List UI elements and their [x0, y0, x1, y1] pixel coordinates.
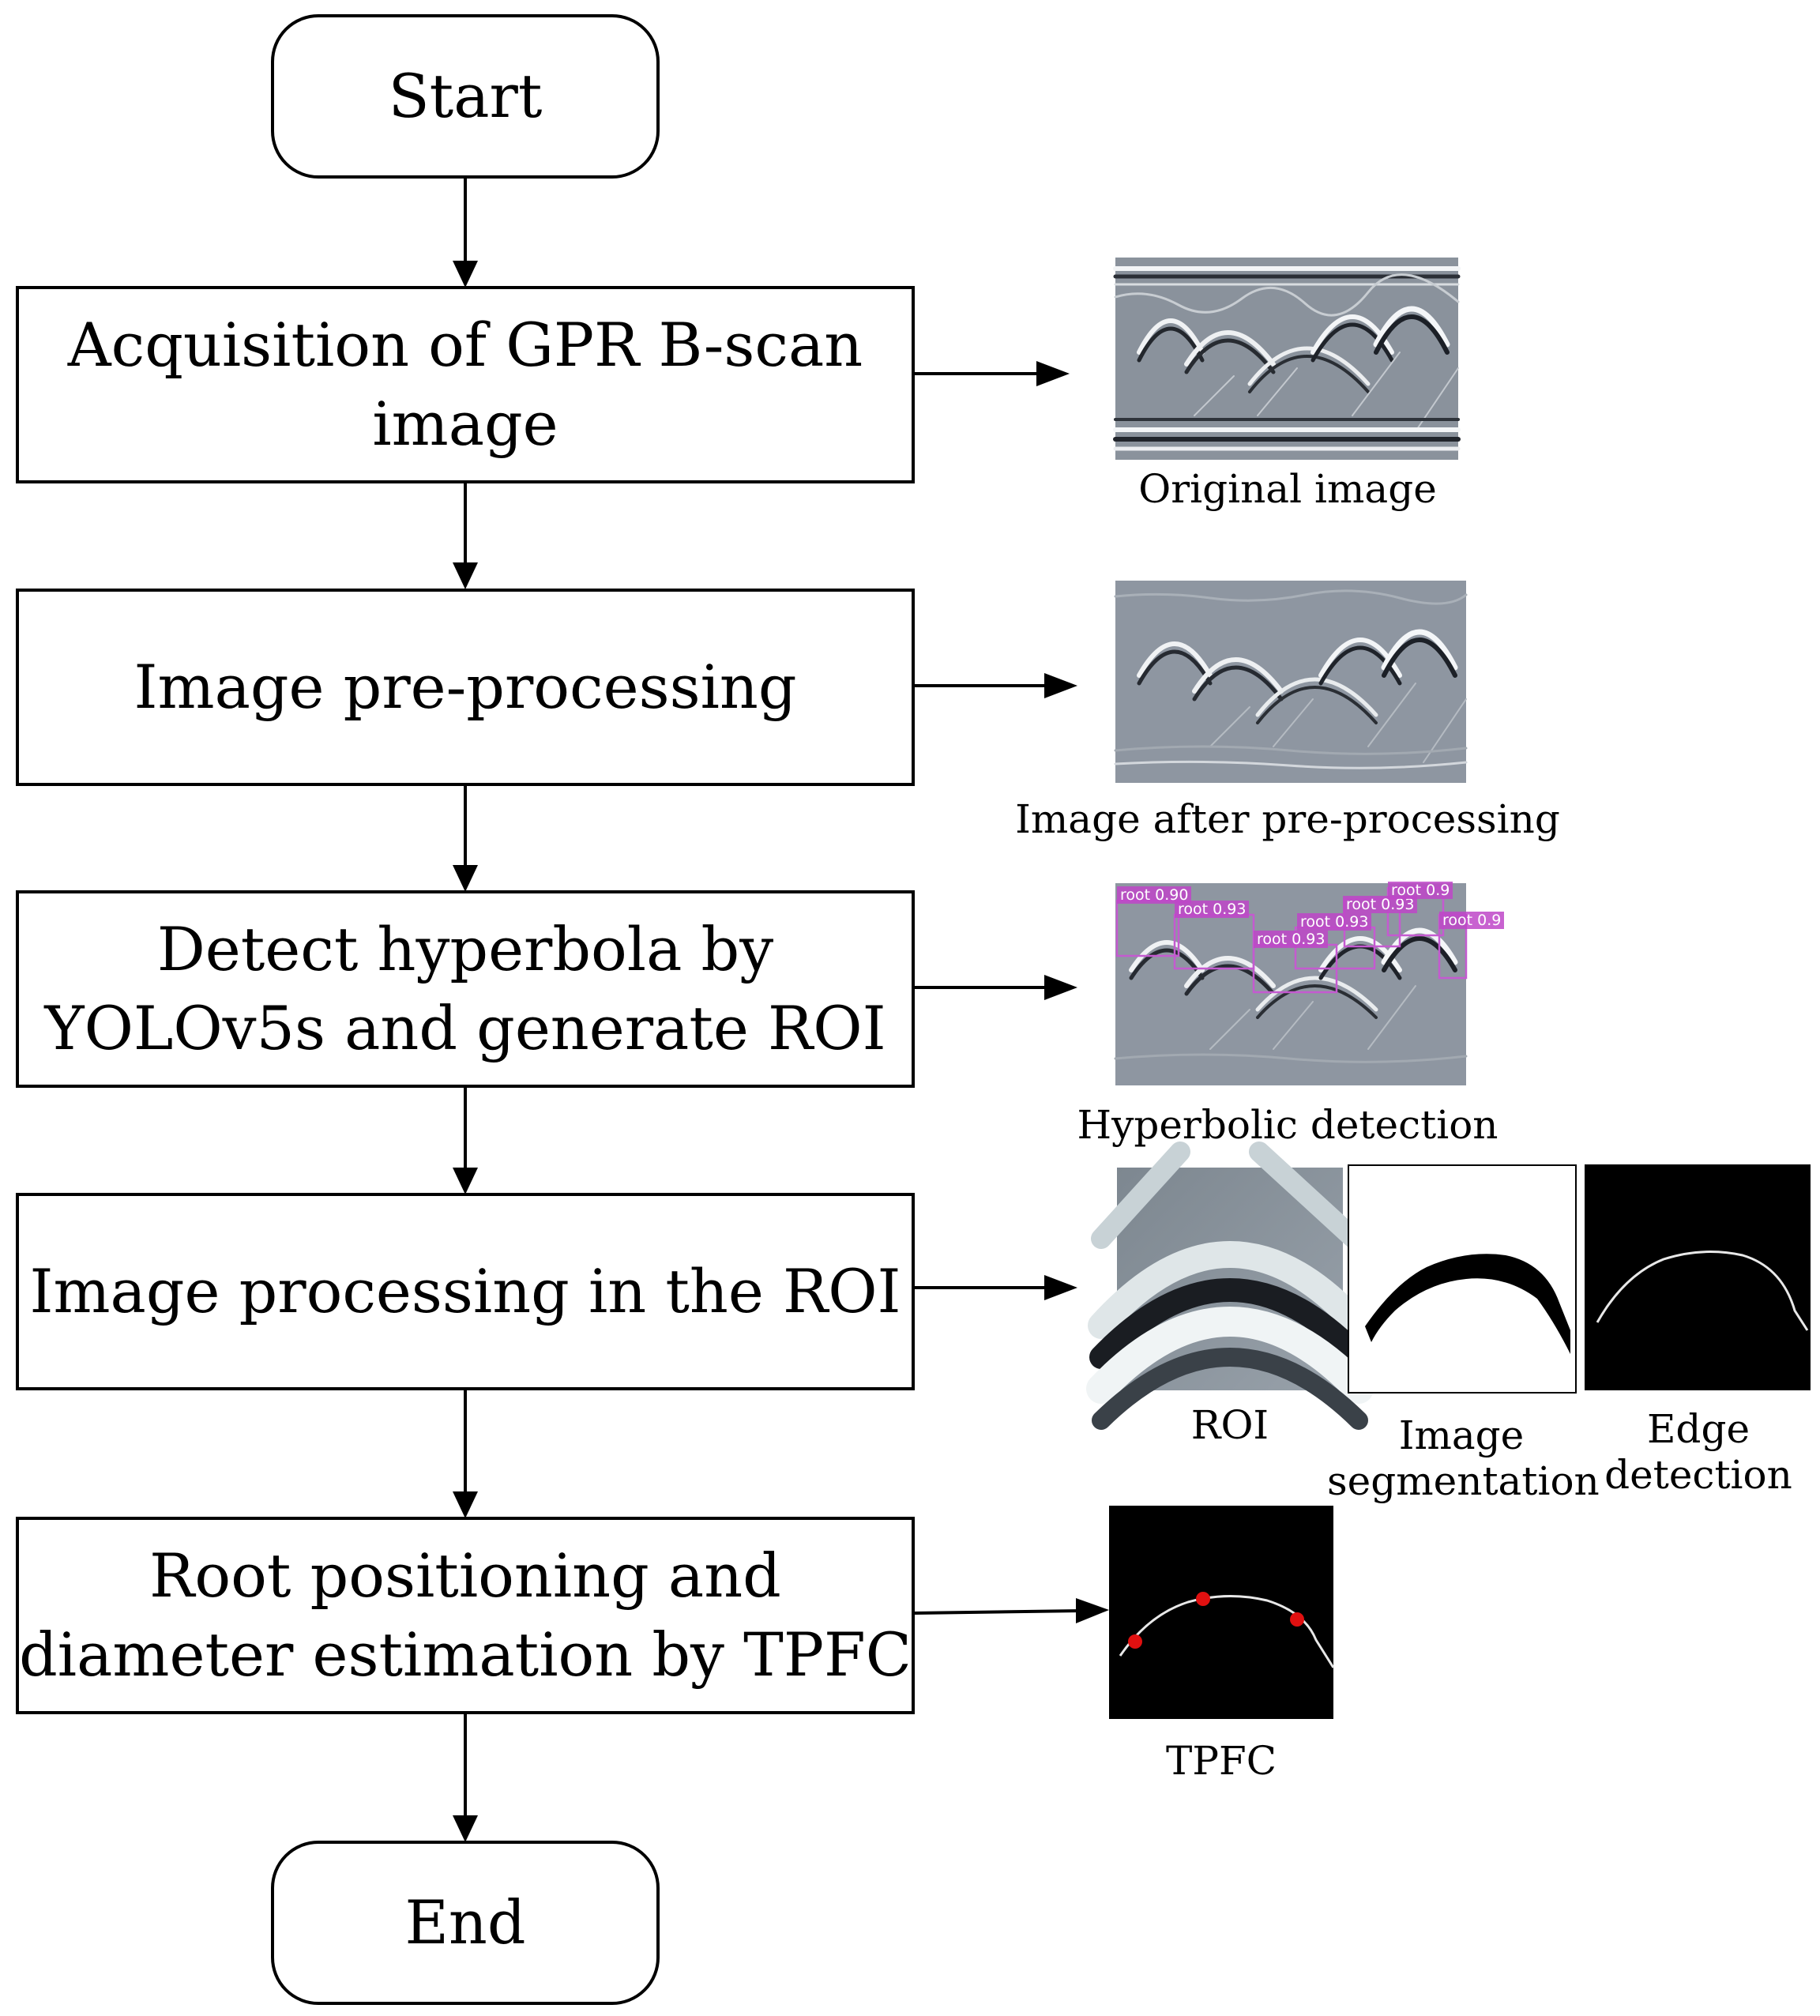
- original-gpr-image: [1113, 258, 1461, 460]
- detection-label-line1: Detect hyperbola by: [156, 914, 774, 984]
- edge-detection-image: [1585, 1164, 1811, 1390]
- segmentation-caption: Image segmentation: [1327, 1412, 1600, 1504]
- detection-label-line2: YOLOv5s and generate ROI: [44, 993, 886, 1063]
- preprocessed-image-caption: Image after pre-processing: [1015, 796, 1560, 842]
- tpfc-image: [1109, 1506, 1335, 1719]
- preprocessed-image: [1114, 581, 1468, 783]
- detection-image-caption: Hyperbolic detection: [1077, 1102, 1498, 1148]
- preprocessing-label: Image pre-processing: [133, 652, 797, 722]
- original-image-caption: Original image: [1138, 466, 1437, 512]
- detection-step: Detect hyperbola by YOLOv5s and generate…: [16, 890, 915, 1088]
- start-label: Start: [388, 61, 543, 131]
- edge-detection-caption-line2: detection: [1604, 1452, 1792, 1498]
- preprocessing-step: Image pre-processing: [16, 589, 915, 786]
- segmentation-caption-line1: Image: [1398, 1412, 1525, 1458]
- tpfc-point: [1128, 1634, 1142, 1649]
- edge-detection-caption-line1: Edge: [1646, 1406, 1750, 1452]
- roi-image: [1086, 1142, 1374, 1430]
- roi-processing-label: Image processing in the ROI: [29, 1256, 901, 1326]
- edge-detection-caption: Edge detection: [1580, 1406, 1817, 1498]
- end-label: End: [404, 1887, 526, 1958]
- roi-caption: ROI: [1190, 1402, 1269, 1448]
- detection-image: root 0.90 root 0.93 root 0.93 root 0.93 …: [1114, 882, 1505, 1085]
- acquisition-step: Acquisition of GPR B-scan image: [16, 286, 915, 483]
- detection-label: root 0.93: [1297, 913, 1372, 931]
- arrow-to-tpfc-image: [914, 1609, 1083, 1615]
- acquisition-label-line2: image: [372, 389, 558, 459]
- tpfc-step: Root positioning and diameter estimation…: [16, 1517, 915, 1714]
- detection-label: root 0.9: [1388, 882, 1453, 899]
- start-node: Start: [271, 14, 660, 179]
- tpfc-label-line2: diameter estimation by TPFC: [19, 1619, 912, 1690]
- tpfc-point: [1196, 1592, 1210, 1606]
- tpfc-label-line1: Root positioning and: [149, 1540, 781, 1611]
- detection-label: root 0.93: [1254, 931, 1329, 948]
- segmentation-image: [1348, 1164, 1577, 1394]
- tpfc-caption: TPFC: [1166, 1738, 1277, 1784]
- segmentation-caption-line2: segmentation: [1327, 1458, 1600, 1504]
- acquisition-label-line1: Acquisition of GPR B-scan: [67, 310, 863, 380]
- detection-label: root 0.93: [1343, 896, 1418, 913]
- detection-label: root 0.9: [1439, 912, 1505, 929]
- detection-label: root 0.90: [1117, 886, 1192, 904]
- detection-label: root 0.93: [1175, 901, 1250, 918]
- roi-processing-step: Image processing in the ROI: [16, 1193, 915, 1390]
- tpfc-point: [1290, 1612, 1304, 1627]
